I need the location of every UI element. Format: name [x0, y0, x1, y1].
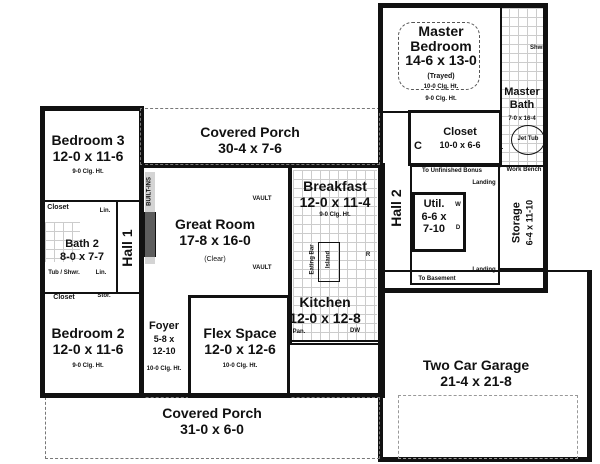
clg-height: 10-0 Clg. Ht.	[146, 366, 182, 372]
kitchen-floor	[293, 170, 377, 340]
bath-block	[40, 200, 118, 294]
clg-height: 10-0 Clg. Ht.	[222, 363, 258, 369]
eating-bar-label: Eating Bar	[309, 244, 316, 275]
pantry-label: Pan.	[292, 329, 306, 335]
clg-height: 9-0 Clg. Ht.	[72, 169, 104, 175]
bath2-floor	[45, 222, 80, 262]
island-label: Island	[325, 250, 332, 269]
master-suite-walls	[378, 3, 548, 293]
closet-wall	[408, 110, 502, 166]
vault-label: VAULT	[252, 196, 272, 202]
fridge-label: R	[365, 252, 371, 258]
garage-door	[398, 395, 578, 459]
dishwasher-label: DW	[350, 328, 360, 334]
jet-tub-label: Jet Tub	[517, 136, 539, 142]
util-wall	[412, 192, 466, 252]
linen-label: L	[498, 144, 504, 151]
kitchen-bottom	[288, 340, 380, 345]
clg-height: 9-0 Clg. Ht.	[72, 363, 104, 369]
shower-label: Shwr.	[529, 45, 547, 51]
coat-closet-label: C	[414, 140, 422, 152]
linen2-label: Lin.	[95, 270, 107, 276]
jet-tub	[511, 125, 545, 155]
bonus-stairs-label: To Unfinished Bonus	[422, 168, 482, 174]
tray-ceiling	[398, 22, 480, 90]
island	[318, 242, 340, 282]
built-ins-label: BUILT-INS	[146, 177, 153, 206]
dryer-label: D	[455, 225, 461, 231]
workbench-label: Work Bench	[506, 167, 542, 173]
hall1-label: Hall 1	[118, 229, 135, 267]
built-ins	[145, 172, 155, 264]
linen1-label: Lin.	[99, 208, 111, 214]
foyer-flex-wall	[188, 295, 290, 398]
storage-closet-label: Stor.	[97, 293, 111, 299]
clg-height: 9-0 Clg. Ht.	[319, 212, 351, 218]
storage-wall	[498, 165, 548, 270]
left-wing-walls	[40, 106, 144, 398]
clg-height: 9-0 Clg. Ht.	[425, 96, 457, 102]
tub-label: Tub / Shwr.	[48, 270, 80, 276]
landing-label: Landing	[472, 180, 496, 186]
rear-porch	[140, 108, 380, 165]
clg-height: 10-0 Clg. Ht.	[423, 84, 459, 90]
basement-stairs-label: To Basement	[418, 276, 456, 282]
closet1-label: Closet	[47, 204, 69, 211]
landing-label: Landing	[472, 267, 496, 273]
trayed-note: (Trayed)	[427, 73, 455, 80]
hall2-label: Hall 2	[387, 189, 404, 227]
vault-label: VAULT	[252, 265, 272, 271]
closet2-label: Closet	[53, 294, 75, 301]
washer-label: W	[455, 202, 461, 208]
